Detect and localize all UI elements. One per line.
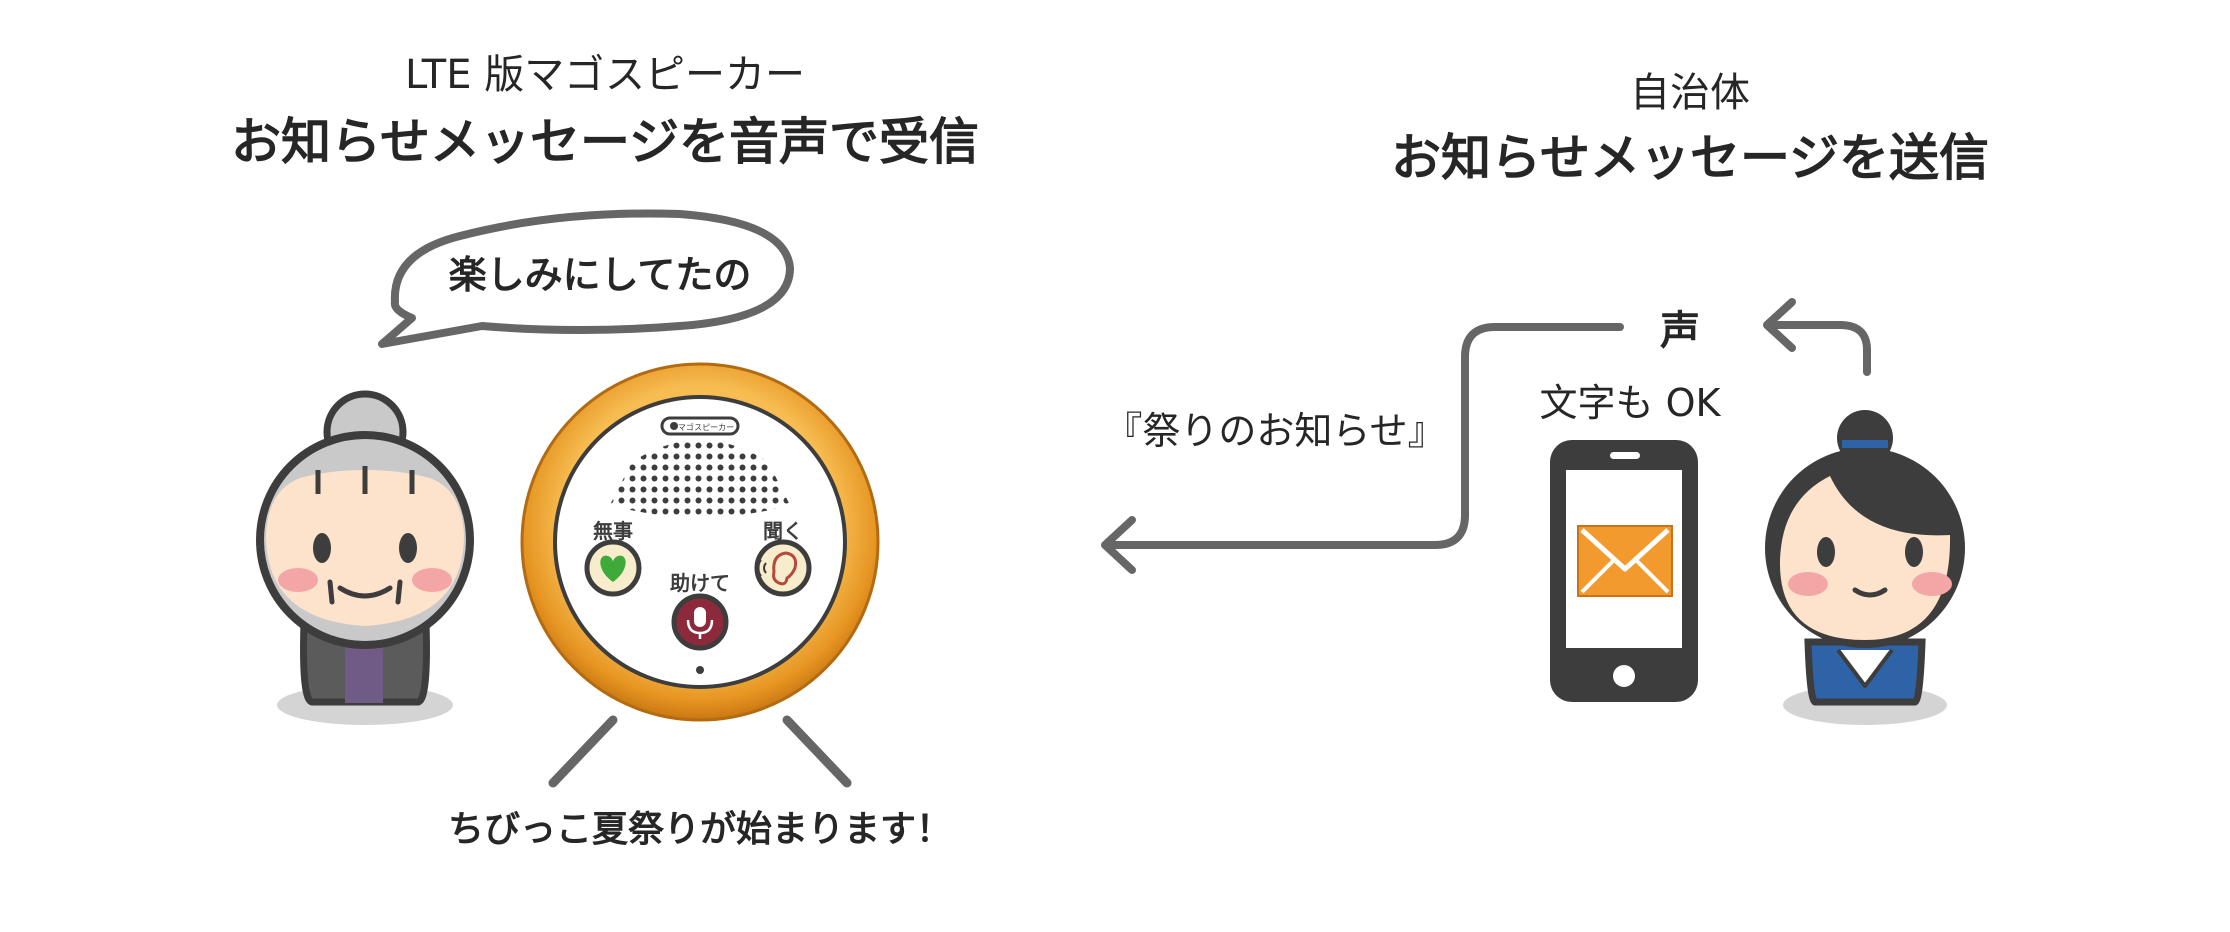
smartphone-speaker-slot [1610,452,1640,459]
grandma-face [266,470,464,626]
smartphone-home-button[interactable] [1613,665,1635,687]
staff-character [1765,410,1965,725]
staff-right-eye [1905,537,1923,567]
help-button[interactable] [671,593,729,651]
staff-face [1779,476,1951,640]
speaker-title: LTE 版マゴスピーカー [405,52,805,98]
speech-bubble-text: 楽しみにしてたの [448,253,752,297]
help-button-label: 助けて [670,571,730,595]
voice-input-arrow [1763,298,1871,376]
listen-button[interactable] [754,539,812,597]
smartphone [1550,440,1698,702]
staff-collar [1836,648,1894,688]
sound-line-right [782,715,852,788]
safe-button[interactable] [584,539,642,597]
listen-button-label: 聞く [763,519,803,543]
voice-label: 声 [1660,308,1700,354]
speaker-grill [610,440,790,518]
heart-icon [600,555,626,582]
speaker-indicator-light [696,666,704,674]
message-label: 『祭りのお知らせ』 [1104,409,1446,453]
grandma-smile [337,585,393,599]
municipality-subtitle: お知らせメッセージを送信 [1391,129,1989,187]
mail-icon [1577,525,1673,597]
flow-arrow [1101,323,1624,574]
speaker-face [553,395,847,689]
safe-button-label: 無事 [593,519,633,543]
speech-bubble [378,209,794,348]
staff-smile [1852,587,1888,598]
speaker-brand-label: マゴスピーカー [678,422,734,432]
grandma-left-eye [313,533,331,563]
grandma-collar [345,645,383,703]
municipality-title: 自治体 [1630,70,1750,116]
mago-speaker-device: マゴスピーカー 無事 聞く 助けて [520,362,880,722]
microphone-icon [686,607,714,639]
announcement-text: ちびっこ夏祭りが始まります！ [447,809,952,850]
grandma-character [256,390,474,725]
sound-line-left [548,715,618,788]
grandma-right-eye [399,533,417,563]
speaker-subtitle: お知らせメッセージを音声で受信 [231,113,979,171]
speaker-brand-badge [660,416,740,436]
text-ok-label: 文字も OK [1539,381,1721,425]
ear-icon [772,551,798,586]
staff-left-eye [1817,537,1835,567]
